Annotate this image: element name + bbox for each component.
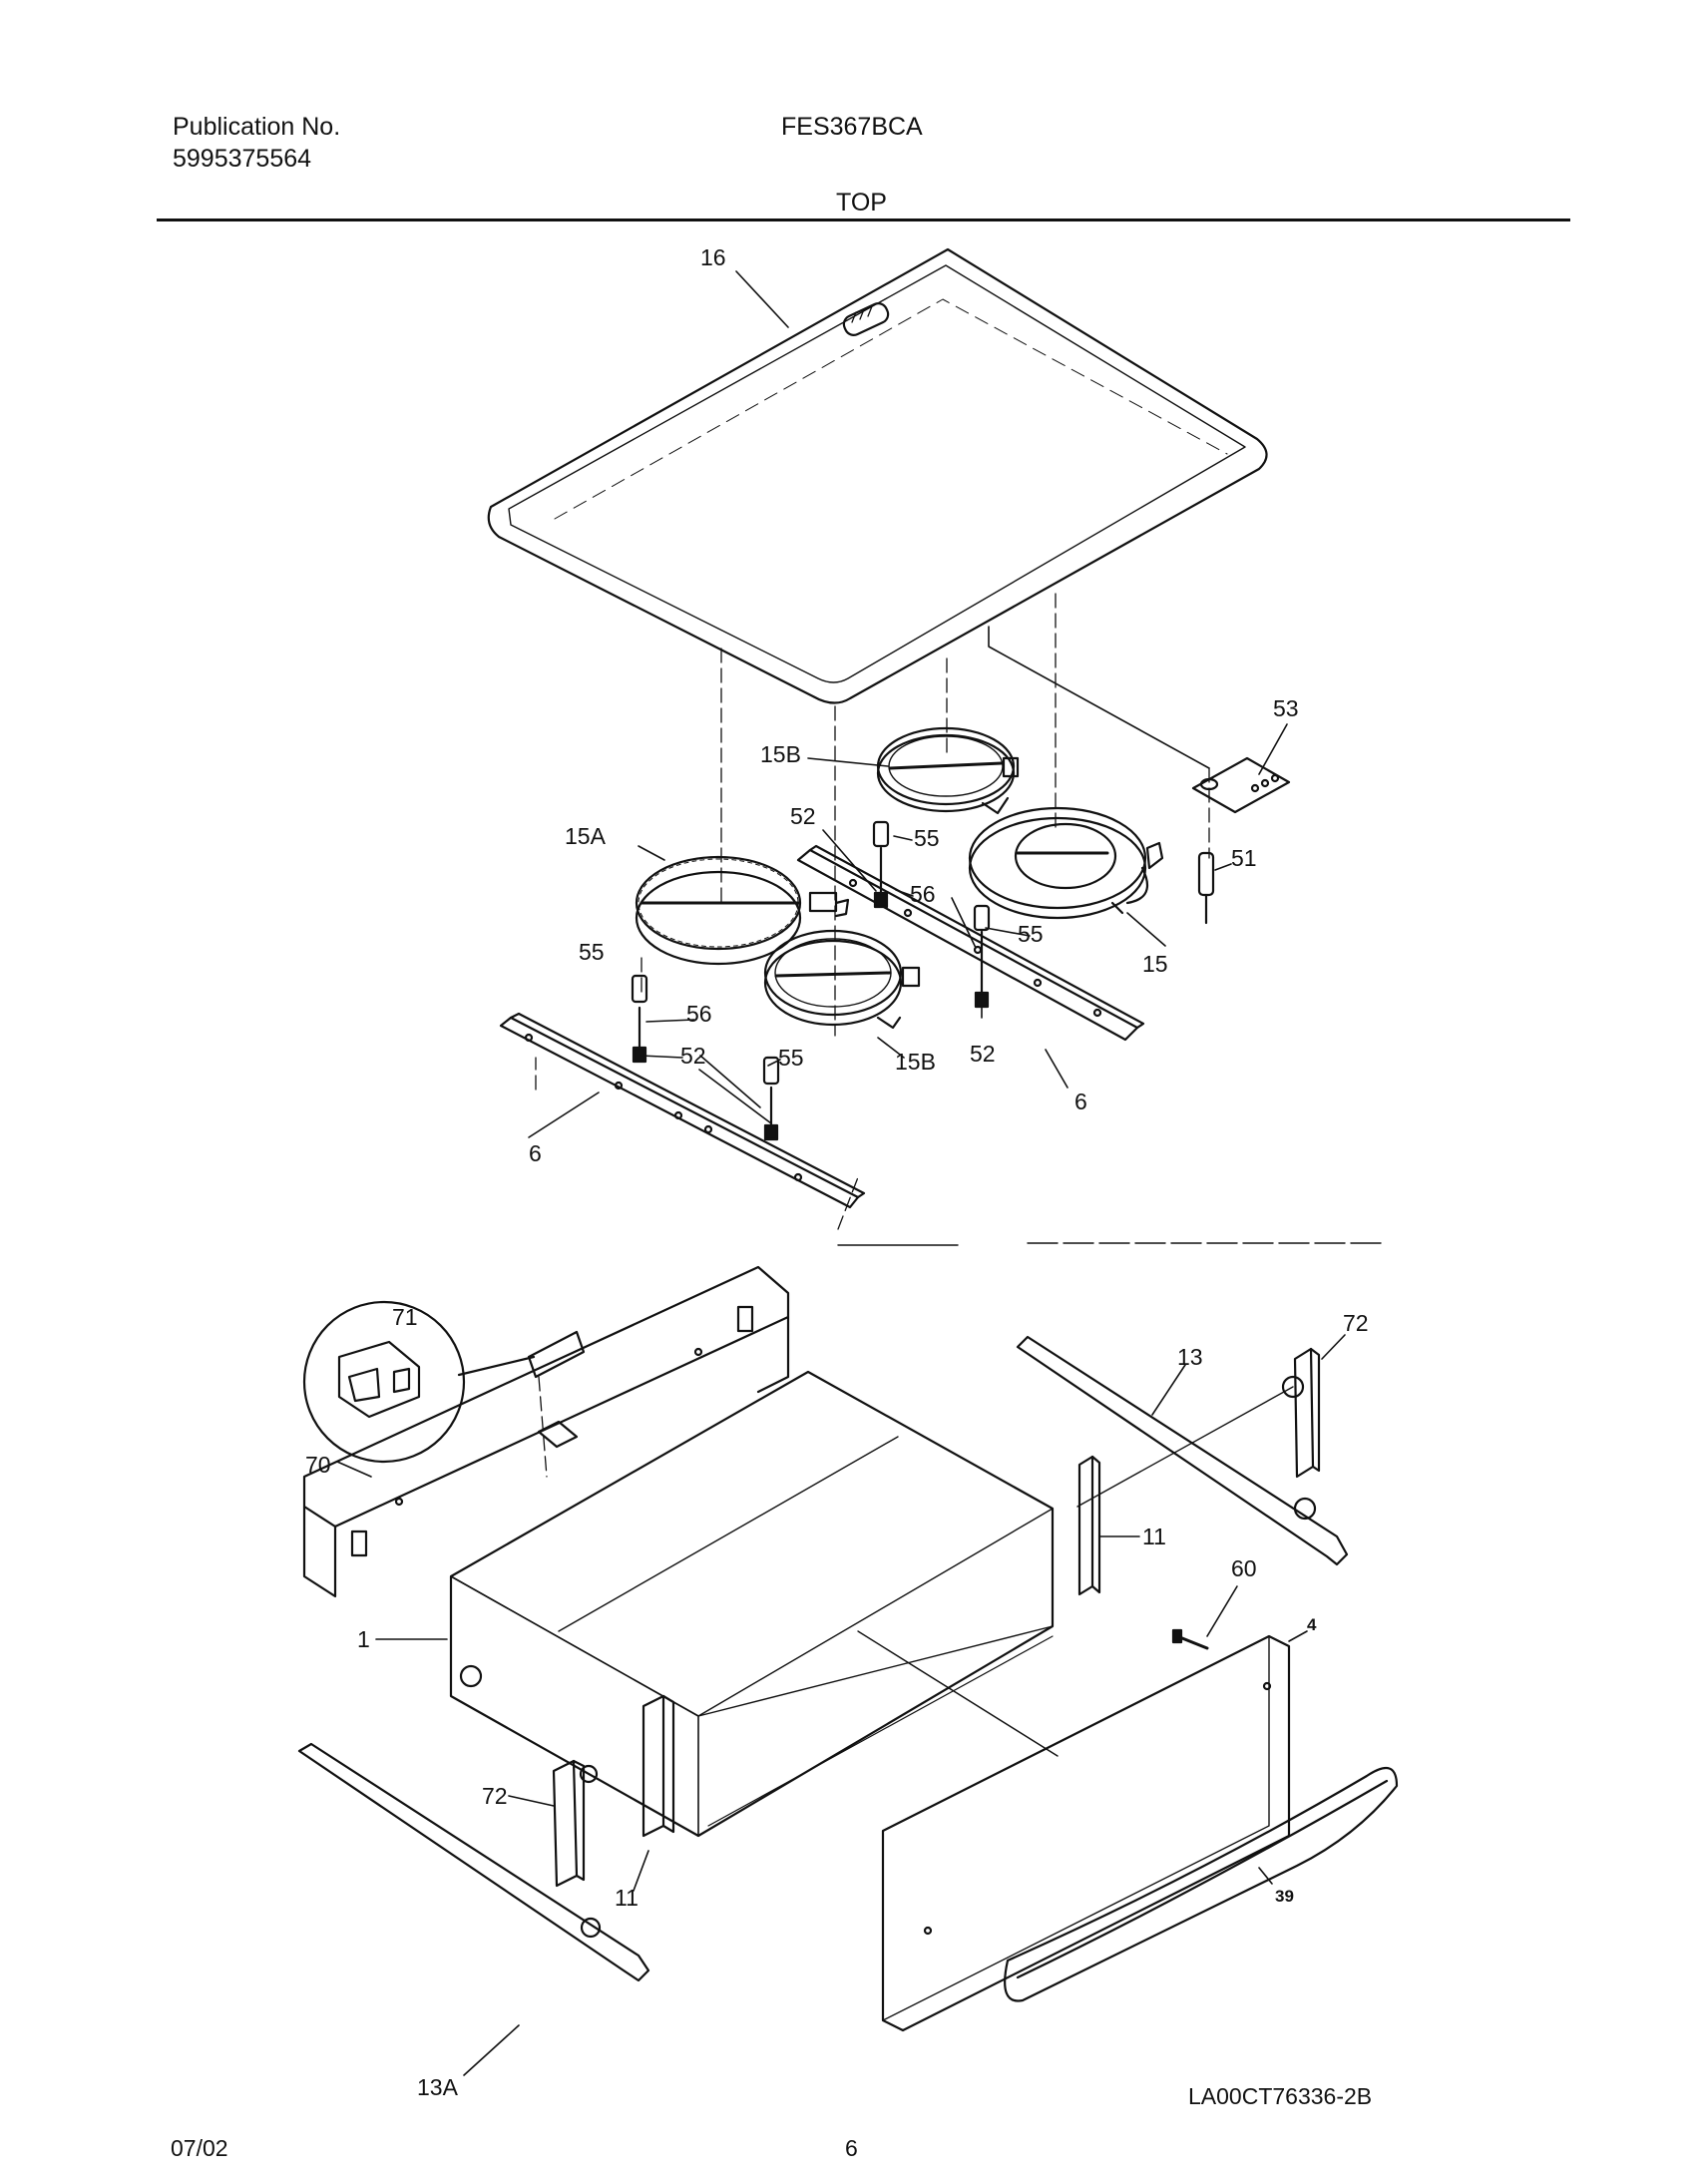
callout-13: 13 xyxy=(1177,1344,1203,1370)
callout-72-upper: 72 xyxy=(1343,1310,1369,1336)
rear-panel-70 xyxy=(302,1265,790,1598)
callout-55-upper: 55 xyxy=(914,825,940,851)
model-number: FES367BCA xyxy=(781,113,923,141)
support-rail-lower xyxy=(499,1012,866,1209)
callout-51: 51 xyxy=(1231,845,1257,871)
callout-11-lower: 11 xyxy=(615,1885,639,1911)
sensor-51 xyxy=(1197,851,1215,925)
drawer-slide-13a xyxy=(297,1742,650,1982)
callout-16: 16 xyxy=(700,244,726,270)
page-number: 6 xyxy=(845,2135,858,2161)
surface-element-15 xyxy=(968,806,1164,920)
callout-15b-lower: 15B xyxy=(895,1049,936,1075)
callout-6-left: 6 xyxy=(529,1140,542,1166)
callout-56-upper: 56 xyxy=(910,881,936,907)
callout-55-right: 55 xyxy=(1018,921,1044,947)
callout-4: 4 xyxy=(1307,1615,1317,1634)
callout-55-left: 55 xyxy=(579,939,605,965)
callout-56-lower: 56 xyxy=(686,1001,712,1027)
callout-52-lower-left: 52 xyxy=(680,1043,706,1069)
surface-element-15a xyxy=(635,855,850,966)
callout-labels: 16 53 15B 52 55 15A 56 55 51 55 15 56 52… xyxy=(305,244,1369,2100)
callout-70: 70 xyxy=(305,1452,331,1478)
callout-60: 60 xyxy=(1231,1555,1257,1581)
surface-element-15b-upper xyxy=(876,726,1020,815)
bracket-53 xyxy=(1191,756,1291,814)
screw-60 xyxy=(1171,1628,1209,1650)
alignment-lines xyxy=(535,593,1210,1478)
drawer-box xyxy=(449,1370,1059,1838)
callout-13a: 13A xyxy=(417,2074,459,2100)
section-title: TOP xyxy=(836,189,887,217)
surface-element-15b-lower xyxy=(763,929,921,1030)
cooktop-glass xyxy=(487,247,1268,704)
support-rail-upper xyxy=(796,844,1145,1042)
drawer-bracket-11-upper xyxy=(1077,1455,1101,1596)
callout-71: 71 xyxy=(392,1304,418,1330)
callout-15b-upper: 15B xyxy=(760,741,801,767)
publication-number: 5995375564 xyxy=(173,145,312,173)
callout-15a: 15A xyxy=(565,823,607,849)
callout-6-right: 6 xyxy=(1074,1089,1087,1114)
drawer-handle xyxy=(1004,1766,1399,2002)
drawer-bracket-11-lower xyxy=(641,1694,675,1838)
callout-55-lower: 55 xyxy=(778,1045,804,1071)
header-rule xyxy=(157,218,1570,221)
callout-52-upper-left: 52 xyxy=(790,803,816,829)
publication-date: 07/02 xyxy=(171,2135,228,2161)
publication-label: Publication No. xyxy=(173,113,341,141)
callout-72-lower: 72 xyxy=(482,1783,508,1809)
fasteners xyxy=(631,820,991,1141)
callout-leaders xyxy=(336,270,1346,2076)
callout-15: 15 xyxy=(1142,951,1168,977)
drawer-front xyxy=(881,1634,1291,2032)
callout-11-upper: 11 xyxy=(1142,1524,1166,1549)
callout-53: 53 xyxy=(1273,695,1299,721)
magnified-clip-71 xyxy=(302,1300,536,1464)
callout-39: 39 xyxy=(1275,1887,1294,1906)
drawer-slide-13 xyxy=(1016,1335,1349,1566)
callout-52-right: 52 xyxy=(970,1041,996,1067)
callout-1: 1 xyxy=(357,1626,370,1652)
drawing-code: LA00CT76336-2B xyxy=(1188,2083,1373,2109)
roller-bracket-72-lower xyxy=(552,1759,599,1888)
roller-bracket-72-upper xyxy=(1076,1347,1321,1508)
